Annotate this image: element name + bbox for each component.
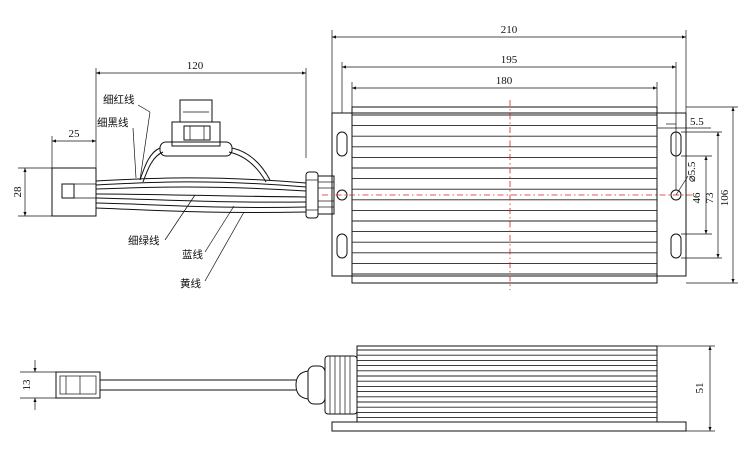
dim-slot-spacing: 46: [691, 192, 703, 204]
mount-slot-left-top: [336, 131, 348, 157]
top-dimensions: 210 195 180 120 25 28 5.5 ⌀5.5: [12, 24, 738, 284]
dim-mount-spacing: 195: [501, 54, 518, 66]
mounting-plate: [331, 112, 687, 277]
wire-labels: 细红线 细黑线 细绿线 蓝线 黄线: [97, 93, 245, 290]
dim-hole-diameter: ⌀5.5: [686, 161, 698, 182]
dim-overall-length: 210: [501, 24, 518, 36]
heatsink-fins: [352, 114, 657, 275]
fuse-holder: [159, 99, 233, 157]
side-base-plate: [331, 421, 687, 432]
dim-body-width: 73: [704, 192, 716, 204]
label-yellow-wire: 黄线: [180, 277, 201, 290]
side-view: 13 51: [20, 345, 715, 432]
label-thin-green-wire: 细绿线: [128, 234, 160, 247]
dim-body-length: 180: [496, 75, 513, 87]
wire-harness: [95, 147, 307, 214]
dim-body-height: 51: [694, 383, 706, 394]
top-view: [51, 99, 696, 290]
label-blue-wire: 蓝线: [182, 248, 203, 261]
dim-wire-length: 120: [187, 60, 204, 72]
side-body: [356, 345, 658, 423]
side-connector: [55, 371, 101, 399]
side-heatsink-fins: [357, 349, 657, 419]
label-thin-red-wire: 细红线: [103, 93, 135, 106]
wire-connector: [51, 167, 97, 217]
side-cable-gland: [295, 355, 358, 415]
cable-gland: [305, 171, 335, 219]
mount-slot-right-bottom: [670, 233, 682, 259]
dim-connector-height: 28: [12, 186, 24, 198]
dim-overall-width: 106: [719, 189, 731, 206]
mount-slot-left-bottom: [336, 233, 348, 259]
dim-connector-side-height: 13: [21, 379, 33, 391]
label-thin-black-wire: 细黑线: [97, 116, 129, 129]
dim-connector-length: 25: [69, 128, 81, 140]
dim-slot-offset: 5.5: [690, 116, 704, 128]
